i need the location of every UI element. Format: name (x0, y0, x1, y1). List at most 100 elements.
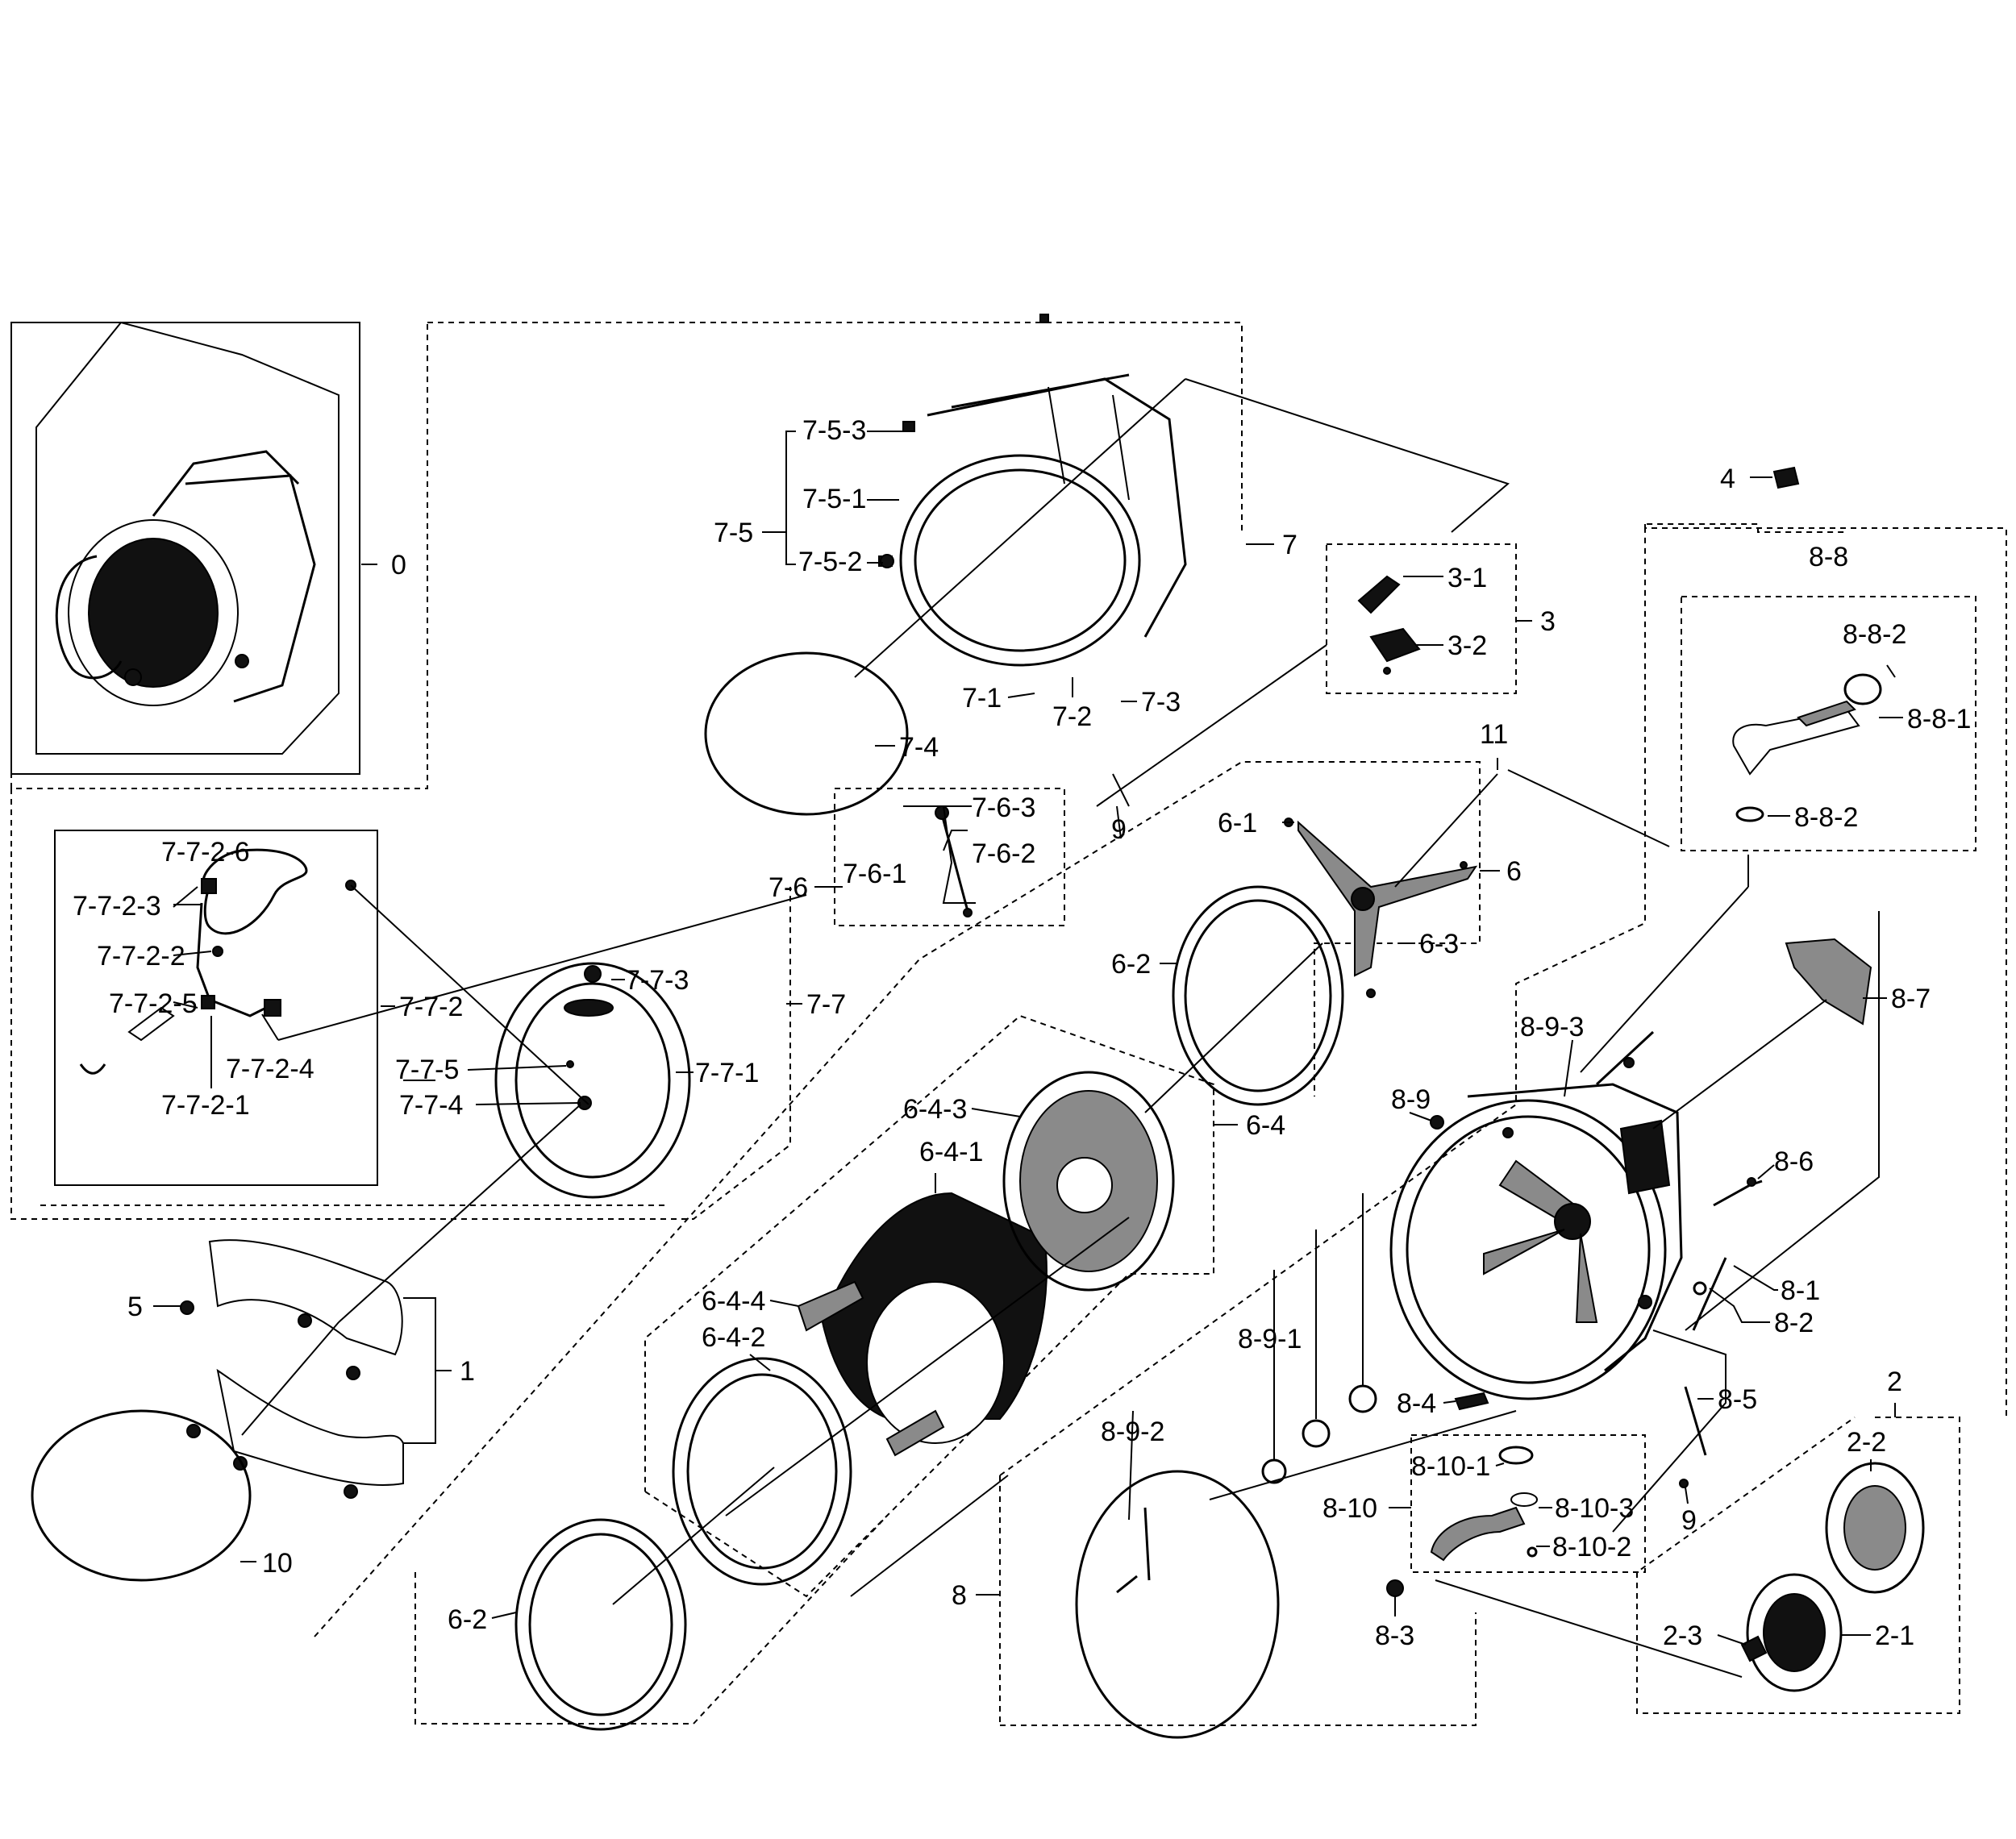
label-8-9-2: 8-9-2 (1101, 1417, 1164, 1447)
label-7-7-2-5: 7-7-2-5 (109, 988, 198, 1019)
label-3-1: 3-1 (1447, 563, 1487, 593)
drain-hose-8-10 (1430, 1446, 1538, 1562)
label-8-9-1: 8-9-1 (1238, 1324, 1302, 1354)
label-7-7-2-6: 7-7-2-6 (161, 837, 250, 867)
label-8-10: 8-10 (1322, 1493, 1377, 1524)
part-4 (1772, 466, 1800, 489)
label-7-7-3: 7-7-3 (625, 965, 689, 996)
tub-front-7-5 (878, 314, 1187, 667)
bearing-8-9-1-b (1348, 1384, 1377, 1413)
fastener-8-6 (1747, 1177, 1756, 1187)
label-2-2: 2-2 (1847, 1427, 1886, 1458)
label-0: 0 (391, 550, 406, 580)
tub-assembly-inset (10, 321, 428, 789)
label-7-7-2-4: 7-7-2-4 (226, 1054, 314, 1084)
label-6-4-2: 6-4-2 (702, 1322, 765, 1353)
pin-8-9-2 (1116, 1575, 1138, 1594)
label-7-6-1: 7-6-1 (843, 859, 906, 889)
seal-6-2-bottom (514, 1518, 687, 1731)
label-7: 7 (1282, 530, 1297, 560)
washer-8-9-3 (1623, 1057, 1635, 1068)
label-7-5-1: 7-5-1 (802, 484, 866, 514)
drum-6-4-1 (797, 1192, 1048, 1457)
label-7-7: 7-7 (806, 989, 846, 1020)
pulley-2 (1740, 1462, 1925, 1692)
label-8-10-1: 8-10-1 (1411, 1451, 1490, 1482)
label-7-7-2-3: 7-7-2-3 (73, 891, 161, 922)
label-6-4-4: 6-4-4 (702, 1286, 765, 1317)
parts-3 (1357, 575, 1421, 675)
label-8-3: 8-3 (1375, 1621, 1414, 1651)
door-ring-7-7-1 (494, 962, 691, 1199)
outer-tub-8-9 (1389, 1083, 1683, 1400)
label-7-1: 7-1 (962, 683, 1002, 714)
seal-8-9-1 (1261, 1458, 1287, 1484)
drum-back-6-4-3 (1002, 1071, 1175, 1292)
label-5: 5 (127, 1292, 143, 1322)
gasket-8-9-2 (1075, 1470, 1280, 1739)
label-8-9-3: 8-9-3 (1520, 1012, 1584, 1042)
label-6-1: 6-1 (1218, 808, 1257, 838)
label-7-7-4: 7-7-4 (399, 1090, 463, 1121)
label-8-6: 8-6 (1774, 1146, 1814, 1177)
washer-8-2 (1693, 1281, 1707, 1296)
label-8: 8 (952, 1580, 967, 1611)
label-7-7-2: 7-7-2 (399, 992, 463, 1022)
label-2-3: 2-3 (1663, 1621, 1702, 1651)
label-8-7: 8-7 (1891, 984, 1931, 1014)
label-3: 3 (1540, 606, 1556, 637)
label-2-1: 2-1 (1875, 1621, 1914, 1651)
seal-6-4-2 (672, 1357, 852, 1586)
label-2: 2 (1887, 1367, 1902, 1397)
bolt-8-9-3 (1595, 1030, 1655, 1086)
label-6-2-top: 6-2 (1111, 949, 1151, 980)
label-7-5: 7-5 (714, 518, 753, 548)
hose-7-7-2 (79, 848, 602, 1110)
label-1: 1 (460, 1356, 475, 1387)
label-8-8-2-bottom: 8-8-2 (1794, 802, 1858, 833)
label-7-7-1: 7-7-1 (695, 1058, 759, 1088)
tub-gasket-7-4 (704, 651, 909, 816)
leader-lines (153, 378, 1903, 1678)
sensor-7-6 (935, 805, 973, 917)
label-8-10-3: 8-10-3 (1555, 1493, 1634, 1524)
label-8-5: 8-5 (1718, 1384, 1757, 1415)
label-8-8-2-top: 8-8-2 (1843, 619, 1906, 650)
label-8-1: 8-1 (1781, 1275, 1820, 1306)
label-6-4-1: 6-4-1 (919, 1137, 983, 1167)
pin-9-lower (1679, 1479, 1689, 1488)
label-7-6: 7-6 (768, 872, 808, 903)
bearing-8-9-1-a (1302, 1419, 1331, 1448)
label-7-7-2-2: 7-7-2-2 (97, 941, 185, 972)
label-6-3: 6-3 (1419, 929, 1459, 959)
seal-6-2-top (1172, 885, 1344, 1106)
part-labels: 0 7-5-3 7-5-1 7-5 7-5-2 7 3-1 3 3-2 4 8-… (73, 415, 1971, 1651)
label-7-6-2: 7-6-2 (972, 838, 1035, 869)
label-8-9: 8-9 (1391, 1084, 1431, 1115)
label-9-bottom: 9 (1681, 1505, 1697, 1536)
label-6-4: 6-4 (1246, 1110, 1285, 1141)
gasket-10 (31, 1409, 252, 1582)
label-8-4: 8-4 (1397, 1388, 1436, 1419)
label-8-8: 8-8 (1809, 542, 1848, 572)
damper-8-5 (1684, 1386, 1707, 1456)
label-8-8-1: 8-8-1 (1907, 704, 1971, 734)
hose-8-8 (1732, 673, 1882, 822)
brackets-1 (180, 1239, 404, 1499)
nut-8-3 (1386, 1579, 1404, 1597)
label-6-4-3: 6-4-3 (903, 1094, 967, 1125)
bolt-8-1 (1692, 1257, 1727, 1331)
label-4: 4 (1720, 464, 1735, 494)
label-7-7-5: 7-7-5 (395, 1055, 459, 1085)
tub-cover-8-7 (1785, 938, 1872, 1026)
label-9-top: 9 (1111, 814, 1127, 845)
label-8-10-2: 8-10-2 (1552, 1532, 1631, 1562)
label-10: 10 (262, 1548, 293, 1579)
damper-8-9-2 (1143, 1507, 1151, 1581)
label-7-2: 7-2 (1052, 701, 1092, 732)
label-3-2: 3-2 (1447, 630, 1487, 661)
label-7-4: 7-4 (899, 732, 939, 763)
spider-6-3 (1284, 818, 1478, 998)
heater-8-4 (1454, 1392, 1489, 1411)
